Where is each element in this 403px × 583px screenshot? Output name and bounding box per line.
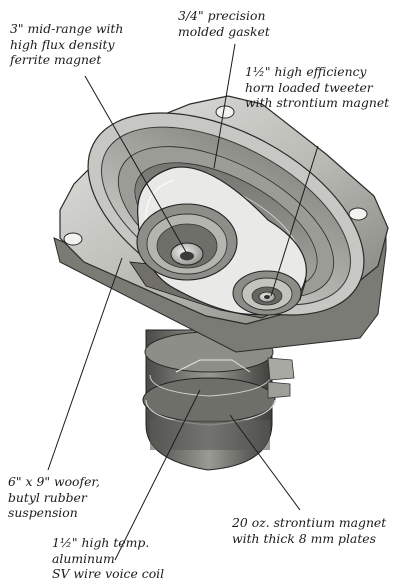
callout-voice-coil-line-3: SV wire voice coil <box>52 566 165 581</box>
callout-midrange-line-1: 3" mid-range with <box>10 21 124 36</box>
callout-voice-coil-line-1: 1½" high temp. <box>52 535 150 550</box>
callout-gasket-line-1: 3/4" precision <box>178 8 266 23</box>
callout-voice-coil-line-2: aluminum <box>52 550 115 566</box>
leader-voice-coil <box>114 389 201 561</box>
callout-midrange-line-2: high flux density <box>10 36 115 52</box>
callout-woofer-line-3: suspension <box>8 505 78 520</box>
callout-magnet: 20 oz. strontium magnet with thick 8 mm … <box>232 515 386 546</box>
callout-magnet-line-1: 20 oz. strontium magnet <box>232 515 387 530</box>
midrange-driver <box>136 203 238 281</box>
callout-tweeter: 1½" high efficiency horn loaded tweeter … <box>245 64 389 111</box>
callout-gasket: 3/4" precision molded gasket <box>178 8 270 39</box>
callout-woofer-line-1: 6" x 9" woofer, <box>8 474 100 489</box>
leader-lines <box>47 43 319 561</box>
callout-gasket-line-2: molded gasket <box>178 23 270 39</box>
leader-tweeter <box>270 145 319 297</box>
magnet-assembly <box>142 329 295 471</box>
leader-magnet <box>229 414 301 511</box>
leader-woofer <box>47 257 123 471</box>
leader-gasket <box>213 43 236 169</box>
leader-midrange <box>84 75 187 253</box>
callout-voice-coil: 1½" high temp. aluminum SV wire voice co… <box>52 535 164 582</box>
callout-woofer-line-2: butyl rubber <box>8 489 87 505</box>
tweeter-driver <box>232 270 302 316</box>
callout-magnet-line-2: with thick 8 mm plates <box>232 530 376 546</box>
callout-midrange: 3" mid-range with high flux density ferr… <box>10 21 123 68</box>
callout-woofer: 6" x 9" woofer, butyl rubber suspension <box>8 474 100 521</box>
callout-midrange-line-3: ferrite magnet <box>10 52 102 67</box>
callout-tweeter-line-3: with strontium magnet <box>245 95 390 110</box>
callout-tweeter-line-1: 1½" high efficiency <box>245 64 367 79</box>
callout-tweeter-line-2: horn loaded tweeter <box>245 79 373 95</box>
